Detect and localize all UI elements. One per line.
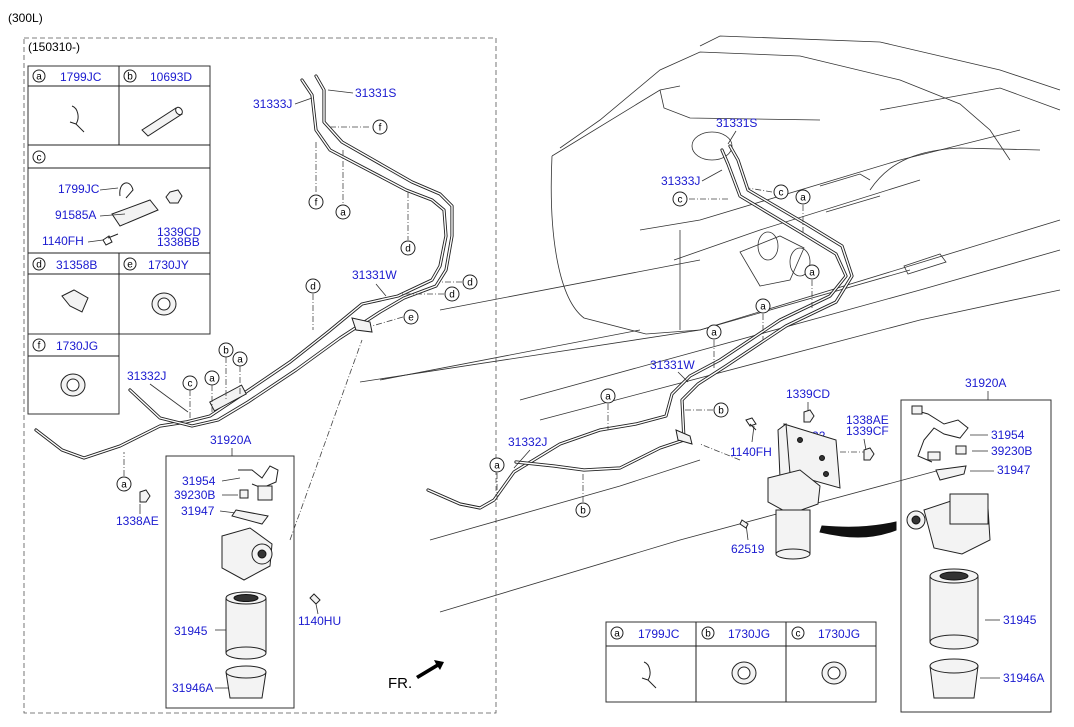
right-1140FH: 1140FH (730, 445, 772, 459)
right-31947: 31947 (997, 463, 1031, 477)
right-31331S: 31331S (716, 116, 757, 130)
right-31946A: 31946A (1003, 671, 1044, 685)
right-callouts: c c a a a a a b a b (489, 184, 820, 518)
clamp-icon (61, 289, 89, 313)
svg-text:a: a (800, 193, 806, 204)
svg-text:c: c (779, 188, 784, 199)
svg-text:a: a (340, 208, 346, 219)
svg-text:a: a (809, 268, 815, 279)
left-31945: 31945 (174, 624, 208, 638)
legend-b-part: 10693D (150, 70, 192, 84)
left-filter-assembly: 31920A 31954 39230B 31947 31945 31946A (165, 433, 295, 709)
left-1338AE: 1338AE (116, 514, 159, 528)
clip-icon (641, 661, 657, 689)
legend-f-part: 1730JG (56, 339, 98, 353)
legend-r-a-letter: a (614, 629, 620, 640)
clip-icon (69, 105, 85, 133)
left-31331S: 31331S (355, 86, 396, 100)
legend-e-letter: e (127, 260, 133, 271)
right-31332J: 31332J (508, 435, 547, 449)
legend-right: a 1799JC b 1730JG c 1730JG (605, 621, 877, 703)
legend-c-part-1: 91585A (55, 208, 96, 222)
left-31954: 31954 (182, 474, 216, 488)
right-31945: 31945 (1003, 613, 1037, 627)
variant-frame (23, 37, 497, 714)
left-fuel-lines (34, 74, 454, 460)
legend-r-c-letter: c (796, 629, 801, 640)
svg-text:a: a (494, 461, 500, 472)
svg-text:d: d (467, 278, 473, 289)
legend-b-letter: b (127, 72, 133, 83)
left-31947: 31947 (181, 504, 215, 518)
legend-r-a-part: 1799JC (638, 627, 680, 641)
svg-text:c: c (188, 379, 193, 390)
left-31920A: 31920A (210, 433, 251, 447)
svg-text:a: a (209, 374, 215, 385)
legend-c-part-3: 1338BB (157, 235, 200, 249)
variant-label: (150310-) (28, 40, 80, 54)
svg-text:c: c (678, 195, 683, 206)
legend-f-letter: f (38, 341, 41, 352)
svg-text:b: b (718, 406, 724, 417)
svg-text:d: d (310, 282, 316, 293)
left-31333J: 31333J (253, 97, 292, 111)
vehicle-background (359, 35, 1061, 613)
legend-r-b-part: 1730JG (728, 627, 770, 641)
right-1339CF: 1339CF (846, 424, 889, 438)
svg-text:f: f (315, 198, 318, 209)
right-1339CD: 1339CD (786, 387, 830, 401)
front-arrow-icon (416, 660, 444, 679)
right-filter-assembly: 31920A 31954 39230B 31947 31945 31946A (900, 376, 1052, 713)
legend-d-part: 31358B (56, 258, 97, 272)
legend-r-b-letter: b (705, 629, 711, 640)
svg-text:a: a (711, 328, 717, 339)
legend-c-part-2: 1339CD (157, 225, 201, 239)
legend-d-letter: d (36, 260, 42, 271)
bracket-icon (111, 199, 159, 227)
legend-a-letter: a (36, 72, 42, 83)
legend-c-part-0: 1799JC (58, 182, 100, 196)
right-installed-filter (699, 409, 897, 560)
clip-icon (119, 182, 134, 199)
right-1338AE: 1338AE (846, 413, 889, 427)
legend-r-c-part: 1730JG (818, 627, 860, 641)
right-39230B: 39230B (991, 444, 1032, 458)
left-31331W: 31331W (352, 268, 397, 282)
legend-a-part: 1799JC (60, 70, 102, 84)
left-31332J: 31332J (127, 369, 166, 383)
legend-left: a 1799JC b 10693D c 1799JC 91585A 1339CD… (27, 65, 211, 415)
legend-c-part-4: 1140FH (42, 234, 84, 248)
legend-e-part: 1730JY (148, 258, 189, 272)
front-marker: FR. (388, 675, 412, 692)
left-callouts: f f a d d d d e b a a c a (116, 119, 478, 492)
svg-text:b: b (580, 506, 586, 517)
model-label: (300L) (8, 11, 43, 25)
right-62519: 62519 (731, 542, 765, 556)
right-31920A: 31920A (965, 376, 1006, 390)
left-1140HU: 1140HU (298, 614, 341, 628)
svg-text:a: a (121, 480, 127, 491)
bolt-icon (102, 233, 119, 246)
svg-text:b: b (223, 346, 229, 357)
legend-c-letter: c (37, 153, 42, 164)
svg-text:a: a (605, 392, 611, 403)
right-31954: 31954 (991, 428, 1025, 442)
right-31333J: 31333J (661, 174, 700, 188)
left-31946A: 31946A (172, 681, 213, 695)
svg-text:d: d (405, 244, 411, 255)
svg-text:a: a (760, 302, 766, 313)
svg-text:f: f (379, 123, 382, 134)
svg-text:e: e (408, 313, 414, 324)
right-31331W: 31331W (650, 358, 695, 372)
svg-text:a: a (237, 355, 243, 366)
nut-icon (165, 189, 183, 204)
svg-text:d: d (449, 290, 455, 301)
left-39230B: 39230B (174, 488, 215, 502)
